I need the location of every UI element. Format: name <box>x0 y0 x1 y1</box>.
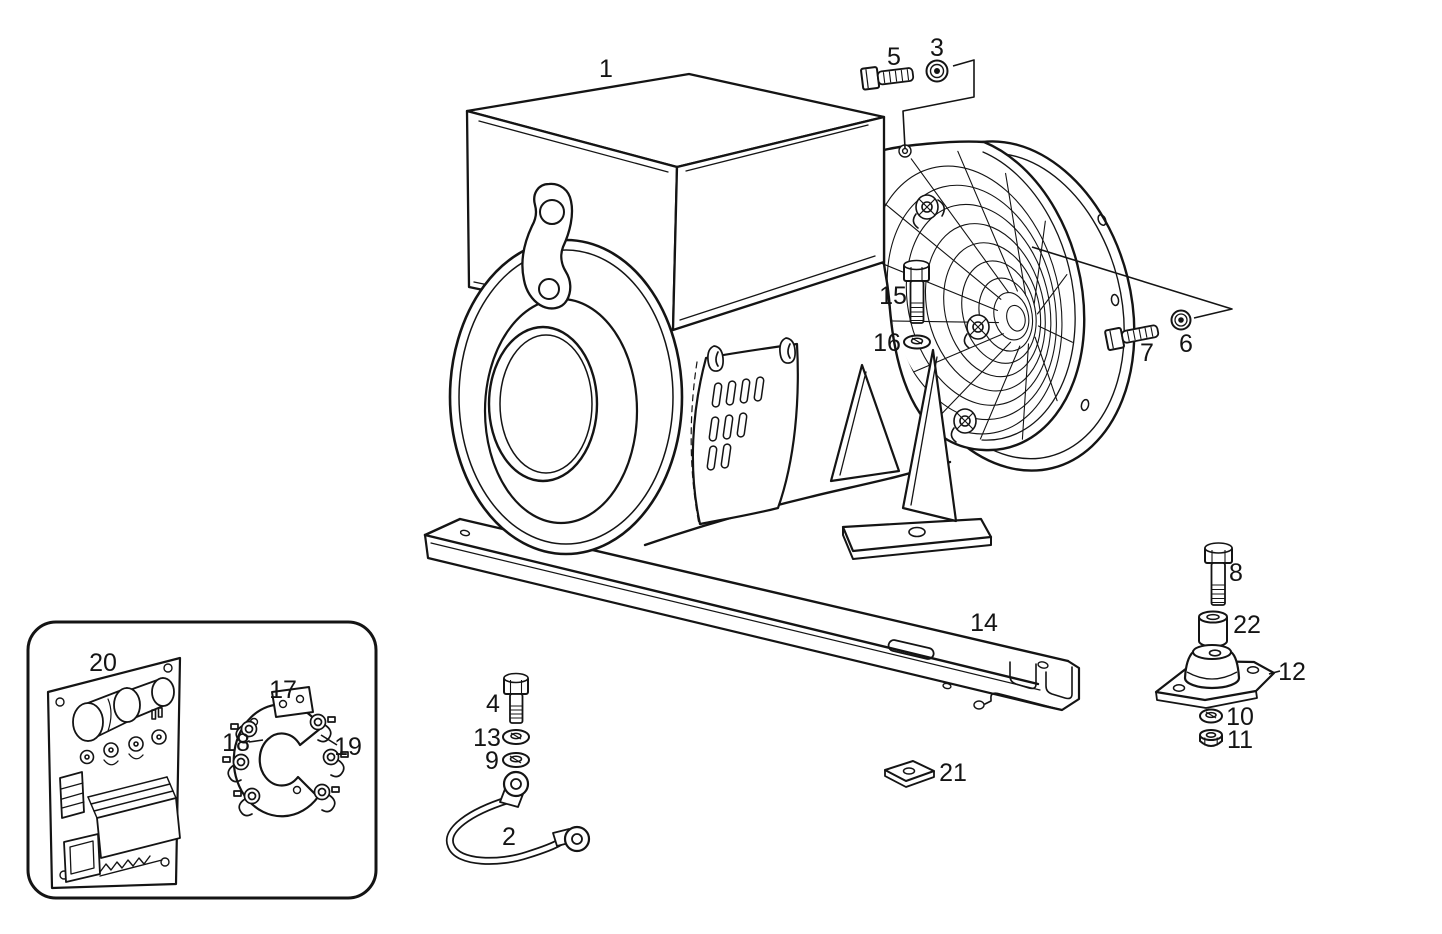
heatsink <box>87 776 181 859</box>
grille-clamp <box>963 314 990 349</box>
part-label-3: 3 <box>930 34 944 62</box>
vent-panel <box>690 337 799 526</box>
base-rail <box>423 517 1081 712</box>
nut-11 <box>1199 729 1223 747</box>
washer-9 <box>502 752 530 768</box>
bolt-4 <box>503 672 529 724</box>
part-label-5: 5 <box>887 43 901 71</box>
part-label-10: 10 <box>1226 703 1254 731</box>
part-label-1: 1 <box>599 55 613 83</box>
vibration-mount-12 <box>1154 644 1276 709</box>
diodes-right <box>309 713 349 813</box>
panel-clip <box>707 337 796 372</box>
rectifier-tab <box>271 686 314 718</box>
part-label-21: 21 <box>939 759 967 787</box>
part-label-13: 13 <box>473 724 501 752</box>
regulator-board <box>46 656 182 890</box>
part-label-11: 11 <box>1227 726 1253 754</box>
clamp-plate-21 <box>884 760 935 788</box>
part-label-6: 6 <box>1179 330 1193 358</box>
washer-3 <box>925 59 949 83</box>
washer-10 <box>1199 708 1223 724</box>
mounting-foot <box>829 348 993 560</box>
part-label-20: 20 <box>89 649 117 677</box>
part-label-4: 4 <box>486 690 500 718</box>
grille-clamp <box>912 194 946 229</box>
part-label-9: 9 <box>485 747 499 775</box>
washer-13 <box>502 729 530 745</box>
bolt-15 <box>903 259 930 324</box>
earth-cable <box>445 770 591 865</box>
leader-lines <box>248 59 1281 746</box>
grille-clamp <box>898 144 912 158</box>
grille-clamp <box>950 408 977 443</box>
part-label-19: 19 <box>334 733 362 761</box>
washer-6 <box>1170 309 1192 331</box>
part-label-17: 17 <box>269 676 297 704</box>
part-label-22: 22 <box>1233 611 1261 639</box>
control-panel <box>26 620 378 900</box>
spacer-sleeve-22 <box>1198 610 1228 648</box>
vent-slots <box>706 376 765 471</box>
part-label-14: 14 <box>970 609 998 637</box>
part-label-12: 12 <box>1278 658 1306 686</box>
part-label-16: 16 <box>873 329 901 357</box>
diodes-left <box>222 720 261 817</box>
part-label-2: 2 <box>502 823 516 851</box>
part-label-15: 15 <box>879 282 907 310</box>
potentiometers <box>79 707 167 766</box>
lifting-lug <box>521 182 574 310</box>
capacitor <box>72 677 175 742</box>
part-labels: 1 2 3 4 5 6 7 8 9 10 11 12 13 14 15 16 1… <box>89 34 1306 851</box>
terminal-strip <box>99 855 163 877</box>
rectifier-assembly <box>222 686 349 818</box>
washer-16 <box>903 334 931 350</box>
part-label-8: 8 <box>1229 559 1243 587</box>
part-label-18: 18 <box>222 729 250 757</box>
drive-end-flange <box>448 238 684 556</box>
connector-block <box>59 771 85 819</box>
transformer-block <box>63 833 101 883</box>
bolt-7 <box>1104 324 1160 351</box>
part-label-7: 7 <box>1140 339 1154 367</box>
bolt-8 <box>1204 542 1233 606</box>
generator-body <box>643 337 952 547</box>
bolt-5 <box>860 66 915 91</box>
